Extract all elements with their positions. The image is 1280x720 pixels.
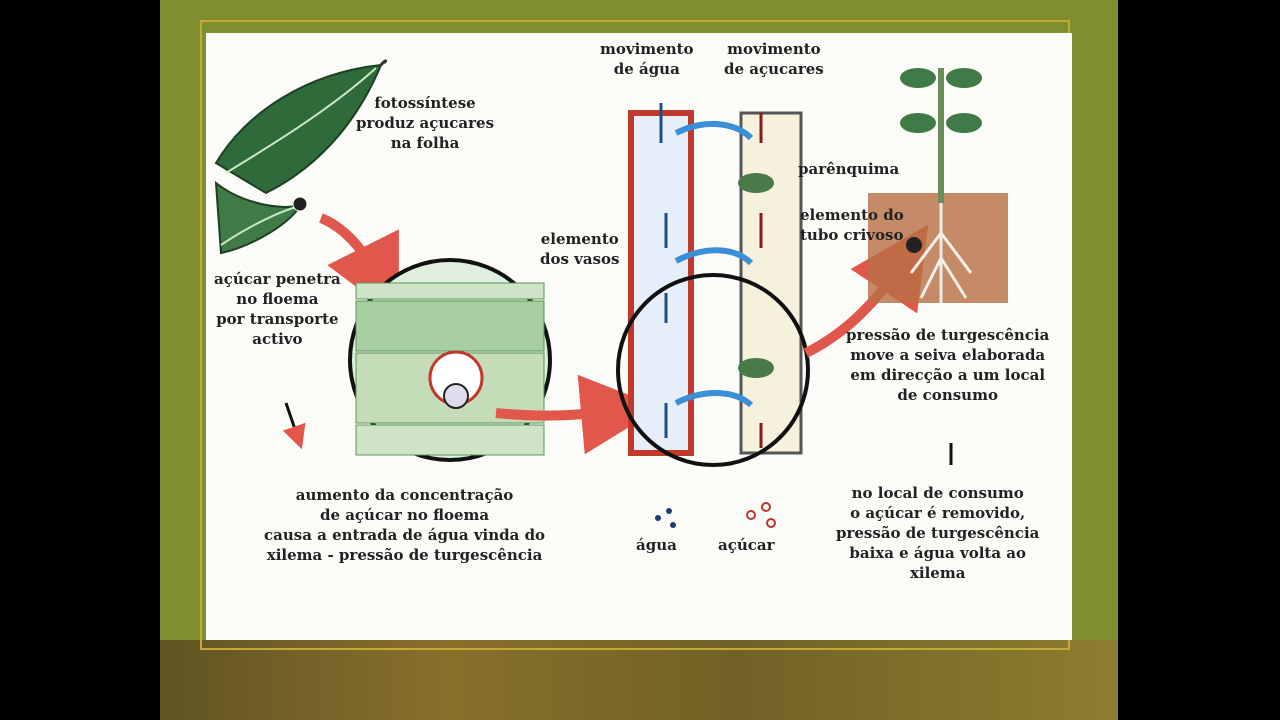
parenchyma-label: parênquima bbox=[798, 160, 900, 178]
water-legend-label: água bbox=[636, 536, 677, 554]
sugar-enters-label: açúcar penetra no floema por transporte … bbox=[214, 270, 341, 348]
xylem-vessel bbox=[628, 103, 694, 456]
water-flow-arrow bbox=[674, 120, 754, 141]
sugar-legend-label: açúcar bbox=[718, 536, 775, 554]
water-movement-label: movimento de água bbox=[600, 40, 694, 78]
arrow-leaf-to-section bbox=[318, 213, 399, 319]
phloem-sieve-tube bbox=[738, 111, 803, 455]
water-flow-arrow bbox=[674, 247, 754, 266]
turgor-pressure-label: pressão de turgescência move a seiva ela… bbox=[846, 326, 1050, 404]
leaf-cross-section bbox=[348, 258, 552, 462]
photosynthesis-label: fotossíntese produz açucares na folha bbox=[356, 94, 495, 152]
seedling-illustration bbox=[868, 68, 1008, 303]
vessel-element-label: elemento dos vasos bbox=[540, 230, 620, 268]
concentration-label: aumento da concentração de açúcar no flo… bbox=[264, 486, 546, 564]
arrow-section-to-vessels bbox=[495, 374, 661, 455]
sugar-movement-label: movimento de açucares bbox=[724, 40, 824, 78]
down-arrow-left bbox=[282, 402, 306, 450]
sieve-tube-label: elemento do tubo crivoso bbox=[800, 206, 904, 244]
slide-decoration bbox=[160, 640, 1118, 720]
consumption-label: no local de consumo o açúcar é removido,… bbox=[836, 484, 1040, 582]
water-flow-arrow bbox=[674, 390, 754, 408]
phloem-transport-diagram bbox=[214, 59, 1008, 528]
leaf-illustration bbox=[214, 59, 388, 255]
diagram-panel: fotossíntese produz açucares na folha aç… bbox=[206, 33, 1072, 640]
sugar-legend-dots bbox=[746, 502, 776, 528]
vessel-magnifier bbox=[616, 273, 810, 467]
water-legend-dots bbox=[655, 508, 676, 528]
